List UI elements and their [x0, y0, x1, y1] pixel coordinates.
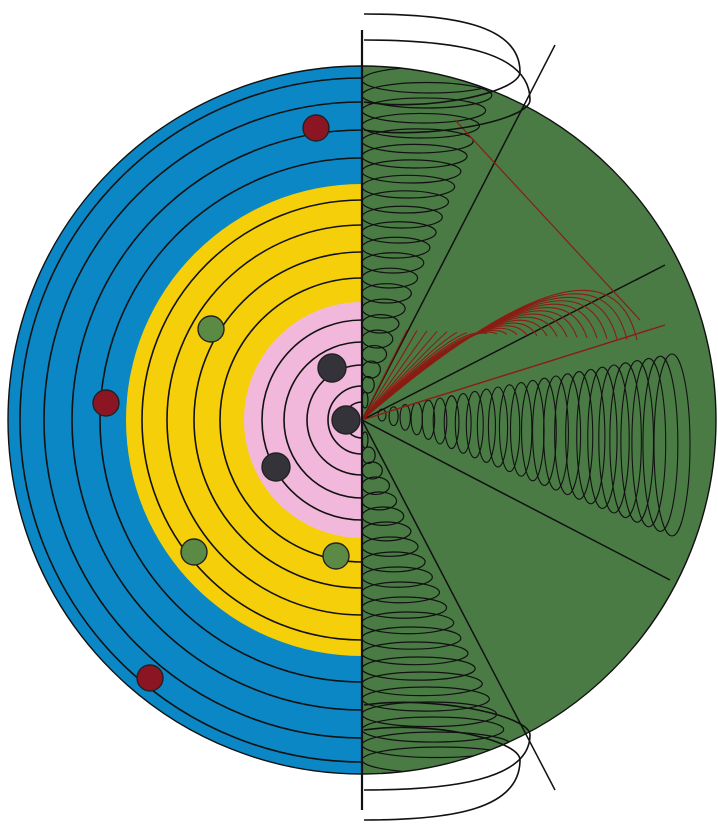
green-particle	[181, 539, 207, 565]
red-particle	[137, 665, 163, 691]
green-particle	[198, 316, 224, 342]
dark-particle	[262, 453, 290, 481]
green-particle	[323, 543, 349, 569]
right-hemisphere	[362, 14, 716, 820]
green-half-disc	[362, 66, 716, 774]
dark-particle	[332, 406, 360, 434]
dark-particle	[318, 354, 346, 382]
red-particle	[303, 115, 329, 141]
red-particle	[93, 390, 119, 416]
